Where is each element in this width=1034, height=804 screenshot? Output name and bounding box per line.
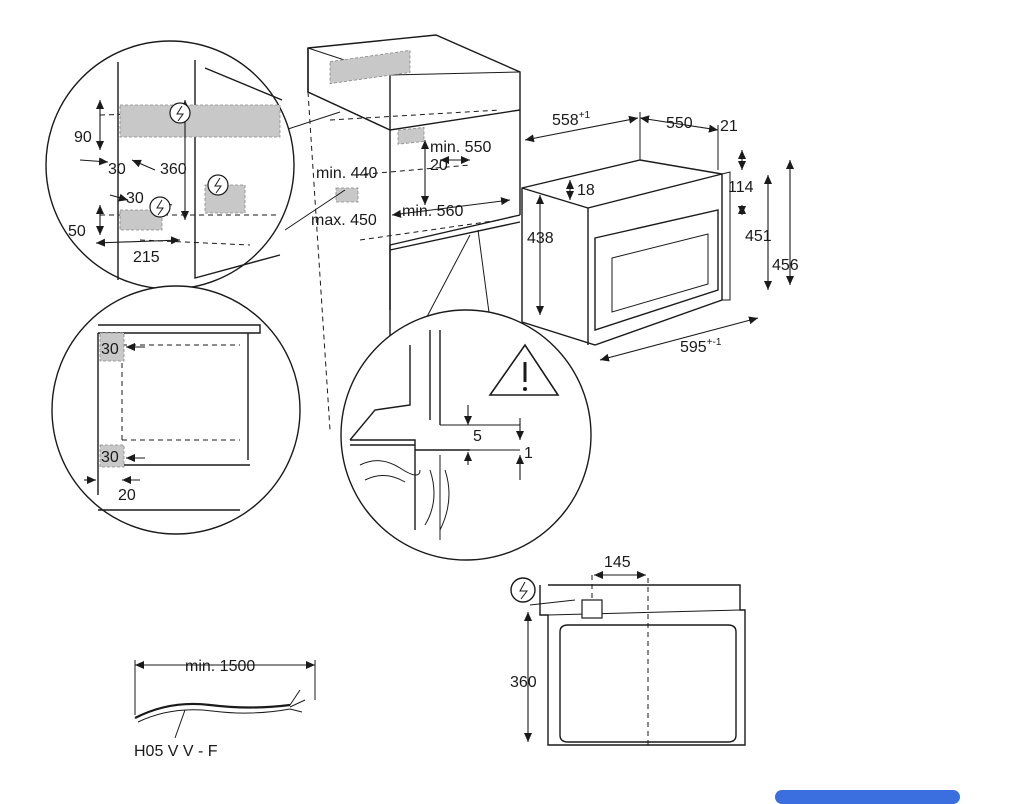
cabinet-drawing <box>307 34 521 431</box>
electric-hazard-icon-2 <box>207 174 229 196</box>
dim-360: 360 <box>160 161 187 178</box>
dim-456: 456 <box>772 257 799 274</box>
connector-top-left <box>284 111 341 131</box>
cable-length: min. 1500 <box>185 658 255 675</box>
cabinet-max450: max. 450 <box>311 212 377 229</box>
front-lightning-icon <box>519 581 528 600</box>
oven-drawing <box>521 159 731 346</box>
dim-30-lower: 30 <box>101 449 119 466</box>
oven-dimensions <box>524 112 794 362</box>
cabinet-min560: min. 560 <box>402 203 463 220</box>
electric-hazard-icon <box>169 102 191 124</box>
cable-type: H05 V V - F <box>134 743 218 760</box>
dim-30-top: 30 <box>108 161 126 178</box>
dim-360-front: 360 <box>510 674 537 691</box>
floating-action-button[interactable] <box>775 790 960 804</box>
dim-595: 595+-1 <box>680 337 722 356</box>
connector-bottom-2 <box>419 234 471 331</box>
dim-5: 5 <box>473 428 482 445</box>
connector-top-left-low <box>284 189 346 231</box>
dim-30-mid: 30 <box>126 190 144 207</box>
dim-30-upper: 30 <box>101 341 119 358</box>
cabinet-min550: min. 550 <box>430 139 491 156</box>
detail-circle-bottom: 5 1 <box>340 309 592 561</box>
dim-1: 1 <box>524 445 533 462</box>
dim-550: 550 <box>666 115 693 132</box>
detail-circle-top-left: 90 30 360 30 50 215 <box>45 40 295 290</box>
electric-hazard-icon-3 <box>149 196 171 218</box>
cable-drawing: min. 1500 H05 V V - F <box>134 658 316 760</box>
lightning-bolt-icon <box>176 105 184 122</box>
oven-labels: 558+1 550 21 18 114 438 451 456 595+-1 <box>527 110 799 356</box>
connector-bottom <box>477 229 491 321</box>
cabinet-min440: min. 440 <box>316 165 377 182</box>
dim-114: 114 <box>728 179 754 196</box>
dim-50: 50 <box>68 223 86 240</box>
lightning-bolt-icon-2 <box>214 177 222 194</box>
detail-circle-mid-left: 30 30 20 <box>51 285 301 535</box>
dim-21: 21 <box>720 118 738 135</box>
cabinet-labels: min. 550 20 min. 440 max. 450 min. 560 <box>311 139 491 229</box>
dim-215: 215 <box>133 249 160 266</box>
lightning-bolt-icon-3 <box>156 199 164 216</box>
dim-558: 558+1 <box>552 110 591 129</box>
dim-145: 145 <box>604 554 631 571</box>
front-view-drawing: 145 360 <box>510 554 746 748</box>
dim-18: 18 <box>577 182 595 199</box>
front-hazard-icon <box>510 577 536 603</box>
dim-438: 438 <box>527 230 554 247</box>
dim-90: 90 <box>74 129 92 146</box>
cabinet-d20: 20 <box>430 157 448 174</box>
dim-451: 451 <box>745 228 772 245</box>
dim-20: 20 <box>118 487 136 504</box>
